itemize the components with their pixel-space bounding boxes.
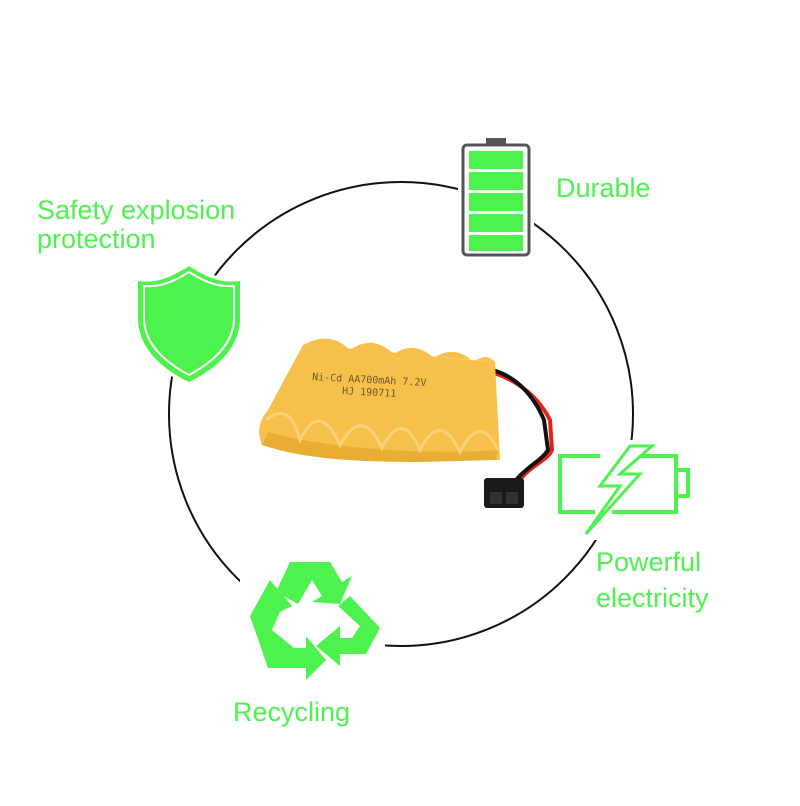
feature-power-line2: electricity: [596, 583, 709, 613]
battery-charging-icon: [552, 440, 694, 540]
battery-full-icon: [458, 138, 534, 258]
pack-label-line2: HJ 190711: [342, 386, 397, 400]
feature-safety-line2: protection: [37, 224, 156, 254]
feature-safety: Safety explosion protection: [37, 196, 235, 254]
recycle-icon: [240, 555, 385, 690]
feature-power: Powerful electricity: [596, 544, 709, 616]
shield-icon: [134, 262, 244, 386]
feature-safety-line1: Safety explosion: [37, 195, 236, 225]
feature-durable: Durable: [556, 173, 651, 203]
battery-pack-image: Ni-Cd AA700mAh 7.2V HJ 190711: [259, 338, 555, 508]
feature-power-line1: Powerful: [596, 547, 702, 577]
cycle-ring: [168, 181, 634, 647]
feature-recycling: Recycling: [233, 697, 351, 727]
